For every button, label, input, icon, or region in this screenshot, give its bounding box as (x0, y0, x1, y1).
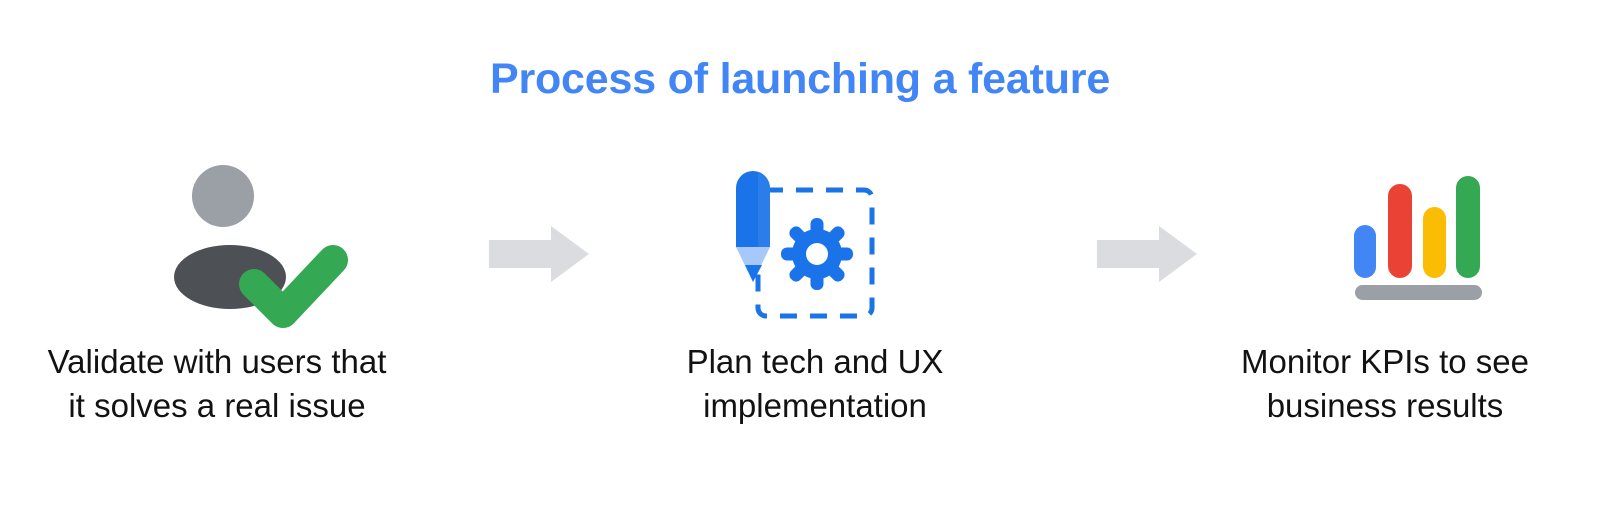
bar-red (1388, 184, 1412, 278)
arrow-1 (489, 226, 589, 282)
person-head-icon (192, 165, 254, 227)
gear-icon (781, 218, 853, 290)
step-2-icon-wrap (605, 150, 1025, 325)
pencil-wood-icon (736, 247, 770, 282)
arrow-right-icon (1097, 226, 1197, 282)
step-3-caption-line-2: business results (1266, 387, 1504, 424)
bar-green (1456, 176, 1480, 278)
bar-chart-kpi-icon (1354, 176, 1482, 300)
arrow-2 (1097, 226, 1197, 282)
user-validated-icon (174, 165, 348, 328)
pencil-gear-blueprint-icon (736, 171, 875, 319)
step-1-icon-wrap (7, 150, 427, 328)
step-1-caption-line-2: it solves a real issue (68, 387, 366, 424)
bar-yellow (1423, 207, 1446, 278)
step-3: Monitor KPIs to see business results (1175, 150, 1595, 424)
step-2-caption-line-1: Plan tech and UX (686, 343, 944, 380)
pencil-shade-icon (758, 173, 770, 247)
page-title: Process of launching a feature (489, 55, 1111, 103)
step-3-icon-wrap (1175, 150, 1595, 325)
step-1-caption-line-1: Validate with users that (47, 343, 387, 380)
pencil-tip-icon (745, 265, 762, 282)
arrow-right-shape (1097, 226, 1197, 282)
step-2-caption: Plan tech and UX implementation (605, 340, 1025, 428)
bar-blue (1354, 225, 1376, 278)
chart-baseline (1355, 285, 1482, 300)
step-3-caption: Monitor KPIs to see business results (1175, 340, 1595, 428)
arrow-right-shape (489, 226, 589, 282)
step-1: Validate with users that it solves a rea… (7, 150, 427, 424)
green-checkmark-icon (239, 245, 348, 328)
step-2-caption-line-2: implementation (703, 387, 927, 424)
step-2: Plan tech and UX implementation (605, 150, 1025, 424)
step-1-caption: Validate with users that it solves a rea… (7, 340, 427, 428)
step-3-caption-line-1: Monitor KPIs to see (1241, 343, 1529, 380)
arrow-right-icon (489, 226, 589, 282)
